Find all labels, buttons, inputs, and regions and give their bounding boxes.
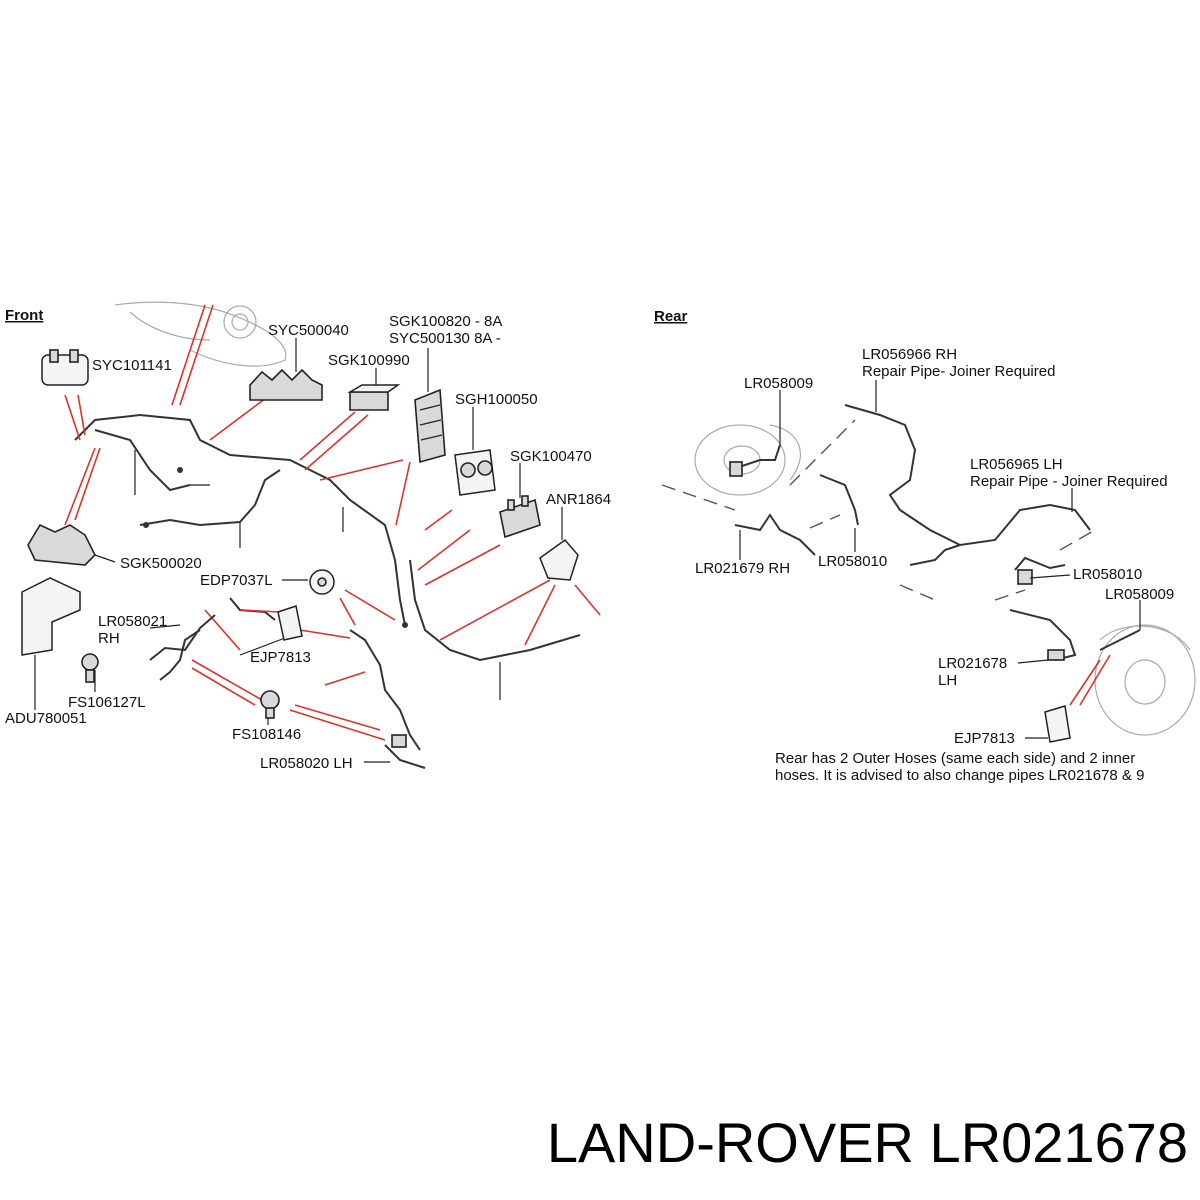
label-sgk100820: SGK100820 - 8A xyxy=(389,313,502,330)
label-adu780051: ADU780051 xyxy=(5,710,87,727)
front-heading: Front xyxy=(5,307,43,324)
front-red-pointers xyxy=(64,304,601,741)
hose-lr058020-drawing xyxy=(384,734,426,769)
label-lr056965-desc: Repair Pipe - Joiner Required xyxy=(970,473,1168,490)
rear-leader-lines xyxy=(739,380,1141,739)
clip-sgk500020-drawing xyxy=(27,523,96,566)
label-lr056965: LR056965 LH xyxy=(970,456,1063,473)
label-lr021678: LR021678 xyxy=(938,655,1007,672)
label-syc500130: SYC500130 8A - xyxy=(389,330,501,347)
label-fs108146: FS108146 xyxy=(232,726,301,743)
rear-note-line2: hoses. It is advised to also change pipe… xyxy=(775,767,1144,784)
bracket-adu780051-drawing xyxy=(21,577,81,656)
label-syc500040: SYC500040 xyxy=(268,322,349,339)
clip-sgk100820-drawing xyxy=(414,388,446,464)
label-lr058021: LR058021 xyxy=(98,613,167,630)
front-leader-lines xyxy=(34,338,563,763)
label-edp7037l: EDP7037L xyxy=(200,572,273,589)
clip-sgh100050-drawing xyxy=(454,449,496,496)
label-lr058010-mid: LR058010 xyxy=(818,553,887,570)
label-sgh100050: SGH100050 xyxy=(455,391,538,408)
rear-note: Rear has 2 Outer Hoses (same each side) … xyxy=(775,750,1144,784)
front-labels: SYC101141 SYC500040 SGK100820 - 8A SYC50… xyxy=(5,313,611,772)
rear-heading: Rear xyxy=(654,308,688,325)
hose-lr058021-drawing xyxy=(149,614,216,661)
label-lr058009-top: LR058009 xyxy=(744,375,813,392)
rear-lh-disc-drawing xyxy=(1094,624,1196,736)
label-lr021679: LR021679 RH xyxy=(695,560,790,577)
clip-syc500040-drawing xyxy=(249,368,323,401)
label-lr058021-side: RH xyxy=(98,630,120,647)
label-sgk500020: SGK500020 xyxy=(120,555,202,572)
rear-brake-pipes xyxy=(729,404,1141,661)
label-lr058020: LR058020 LH xyxy=(260,755,353,772)
rear-labels: LR056966 RH Repair Pipe- Joiner Required… xyxy=(695,346,1174,747)
label-ejp7813-front: EJP7813 xyxy=(250,649,311,666)
clip-sgk100990-drawing xyxy=(347,384,401,411)
label-sgk100990: SGK100990 xyxy=(328,352,410,369)
label-lr056966: LR056966 RH xyxy=(862,346,957,363)
label-sgk100470: SGK100470 xyxy=(510,448,592,465)
label-anr1864: ANR1864 xyxy=(546,491,611,508)
rear-note-line1: Rear has 2 Outer Hoses (same each side) … xyxy=(775,750,1135,767)
label-lr058010-right: LR058010 xyxy=(1073,566,1142,583)
rear-dashed-guides xyxy=(661,419,1096,601)
rear-red-pointers xyxy=(1069,654,1111,706)
label-lr021678-side: LH xyxy=(938,672,957,689)
clip-syc101141-drawing xyxy=(41,349,89,386)
rear-clip-ejp7813-drawing xyxy=(1044,705,1071,743)
label-lr056966-desc: Repair Pipe- Joiner Required xyxy=(862,363,1055,380)
clip-edp7037l-drawing xyxy=(309,569,335,595)
rear-section: Rear xyxy=(654,308,1196,784)
rear-rh-disc-drawing xyxy=(694,424,801,496)
front-section: Front xyxy=(5,301,611,772)
bracket-anr1864-drawing xyxy=(539,538,579,581)
label-ejp7813-rear: EJP7813 xyxy=(954,730,1015,747)
label-lr058009-right: LR058009 xyxy=(1105,586,1174,603)
clip-sgk100470-drawing xyxy=(499,495,541,539)
bolt-fs106127l-drawing xyxy=(81,653,99,683)
label-fs106127l: FS106127L xyxy=(68,694,146,711)
bolt-fs108146-drawing xyxy=(260,690,280,719)
label-syc101141: SYC101141 xyxy=(92,357,172,374)
clip-ejp7813-drawing xyxy=(277,605,303,641)
part-title: LAND-ROVER LR021678 xyxy=(547,1111,1188,1174)
